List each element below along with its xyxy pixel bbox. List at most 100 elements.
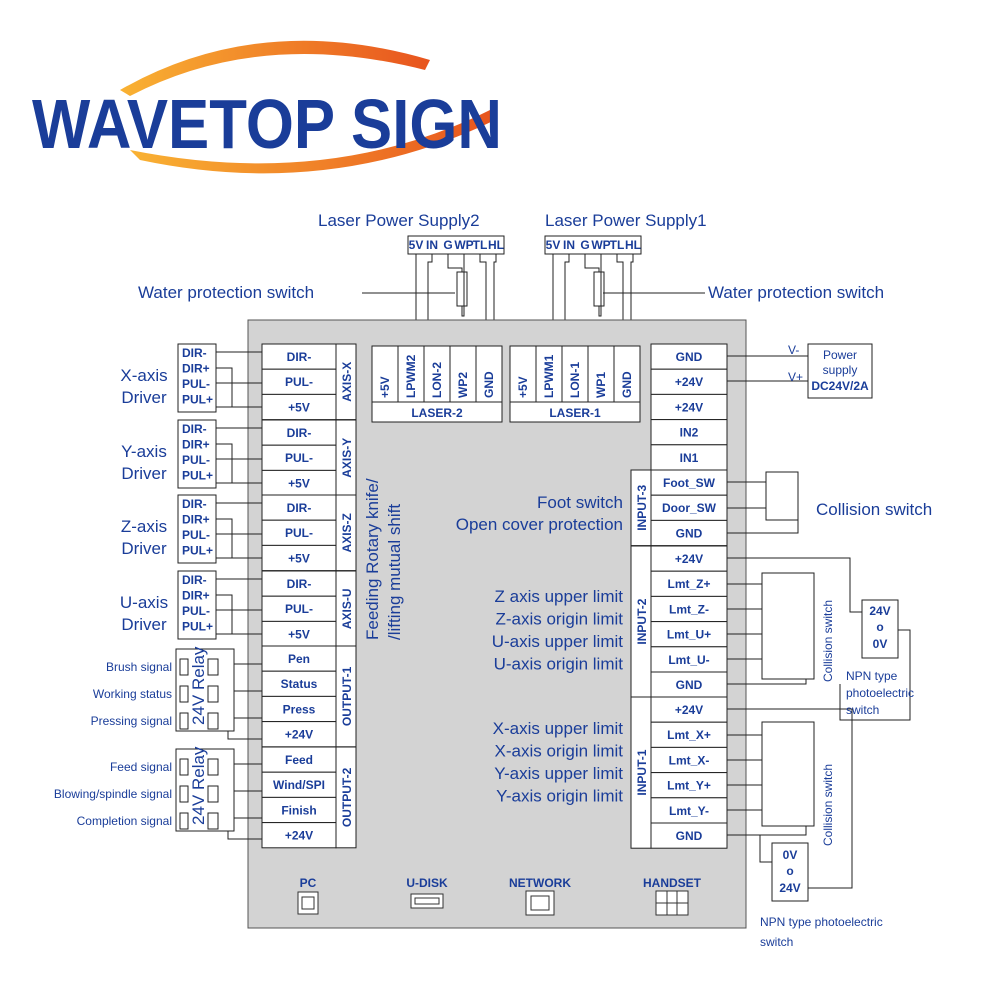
laser-terminal-label: LON-2 [430, 362, 444, 398]
npn-box-2-top: 0V [783, 848, 798, 862]
collision-switch-vertical-1: Collision switch [821, 600, 835, 682]
terminal-output [261, 796, 337, 824]
terminal-label: Door_SW [662, 501, 717, 515]
driver-pin-label: PUL- [182, 453, 210, 467]
laser-block-name: LASER-1 [549, 406, 601, 420]
input1-limit-label: Y-axis upper limit [494, 764, 623, 783]
terminal-label: +5V [288, 627, 310, 641]
laser-terminal-label: +5V [516, 376, 530, 398]
network-port-label: NETWORK [509, 876, 571, 890]
laser-block-title-cell [509, 401, 641, 423]
power-supply: Power supply DC24V/2A V- V+ [788, 343, 873, 399]
logo-swoosh [120, 40, 430, 96]
terminal-right [650, 419, 728, 446]
laser-terminal [509, 345, 537, 403]
relay-contact-icon [179, 758, 189, 776]
pc-port-icon [297, 891, 319, 915]
logo-swoosh-lower [130, 110, 495, 174]
terminal-label: PUL- [285, 526, 313, 540]
terminal-label: Status [281, 677, 318, 691]
terminal-label: GND [676, 350, 703, 364]
driver-connector [177, 419, 217, 489]
laser-supply-2-title: Laser Power Supply2 [318, 211, 480, 230]
laser-supply-pin: G [580, 238, 589, 252]
terminal-label: +24V [675, 552, 703, 566]
terminal-axis [261, 494, 337, 521]
terminal-label: PUL- [285, 451, 313, 465]
collision-switch-vertical-2: Collision switch [821, 764, 835, 846]
terminal-right [650, 469, 728, 496]
power-supply-vminus: V- [788, 343, 799, 357]
npn-box-2: 0V o 24V [771, 842, 809, 902]
block-name: AXIS-Y [340, 438, 354, 478]
laser-terminal [535, 345, 563, 403]
relay-contact-icon [179, 812, 189, 830]
block-name: INPUT-3 [635, 484, 649, 530]
driver-label: Driver [121, 464, 167, 483]
terminal-label: +24V [675, 375, 703, 389]
terminal-label: GND [676, 526, 703, 540]
terminal-right [650, 519, 728, 547]
handset-port-icon [655, 890, 689, 916]
terminal-label: Lmt_Z- [669, 602, 709, 616]
power-supply-vplus: V+ [788, 370, 803, 384]
relay-label: 24V Relay [189, 746, 208, 825]
terminal-axis [261, 419, 337, 446]
driver-connector [177, 570, 217, 640]
block-name: AXIS-X [340, 362, 354, 402]
input1-limit-label: X-axis origin limit [495, 742, 624, 761]
laser-supply-pin: WP [454, 238, 473, 252]
driver-pin-label: PUL+ [182, 393, 213, 407]
driver-label: U-axis [120, 593, 168, 612]
terminal-label: +5V [288, 400, 310, 414]
driver-pin-label: DIR+ [182, 362, 210, 376]
terminal-label: Press [283, 702, 316, 716]
terminal-right [650, 393, 728, 421]
collision-switch-label: Collision switch [816, 500, 932, 519]
laser-supply-pin: G [443, 238, 452, 252]
terminal-axis [261, 343, 337, 370]
terminal-label: PUL- [285, 602, 313, 616]
laser-supply-pin: HL [488, 238, 504, 252]
foot-switch-label: Foot switch [537, 493, 623, 512]
driver-label: Driver [121, 615, 167, 634]
driver-pin-label: DIR- [182, 346, 207, 360]
laser-terminal [423, 345, 451, 403]
laser-supply-pin: 5V [546, 238, 561, 252]
block-name: OUTPUT-2 [340, 767, 354, 827]
relay-contact-icon [179, 785, 189, 803]
input2-limit-label: U-axis origin limit [494, 655, 624, 674]
relay-coil-icon [207, 685, 219, 703]
terminal-output [261, 746, 337, 773]
block-name: OUTPUT-1 [340, 666, 354, 726]
driver-connector [177, 494, 217, 564]
terminal-right [650, 570, 728, 597]
terminal-label: Wind/SPI [273, 778, 325, 792]
udisk-port-icon [410, 893, 444, 909]
block-name: INPUT-1 [635, 749, 649, 795]
laser-supply-pin: WP [591, 238, 610, 252]
laser-supply-pin: TL [473, 238, 488, 252]
terminal-label: DIR- [287, 577, 312, 591]
terminal-label: DIR- [287, 350, 312, 364]
input2-limit-label: U-axis upper limit [492, 632, 624, 651]
terminal-label: Finish [281, 803, 316, 817]
collision-switch-icon [765, 471, 799, 521]
driver-pin-label: DIR+ [182, 589, 210, 603]
terminal-right [650, 746, 728, 774]
driver-pin-label: PUL+ [182, 620, 213, 634]
terminal-output [261, 670, 337, 697]
terminal-right [650, 545, 728, 572]
open-cover-label: Open cover protection [456, 515, 623, 534]
npn-box-1-bottom: 0V [873, 637, 888, 651]
limit-switch-group-icon [761, 721, 815, 827]
driver-pin-label: DIR- [182, 573, 207, 587]
limit-switch-group-icon [761, 572, 815, 680]
water-switch-icon [593, 271, 605, 307]
terminal-right [650, 696, 728, 723]
driver-label: X-axis [120, 366, 167, 385]
laser-terminal-label: GND [482, 371, 496, 398]
terminal-label: IN1 [680, 451, 699, 465]
terminal-label: GND [676, 829, 703, 843]
relay-coil-icon [207, 812, 219, 830]
